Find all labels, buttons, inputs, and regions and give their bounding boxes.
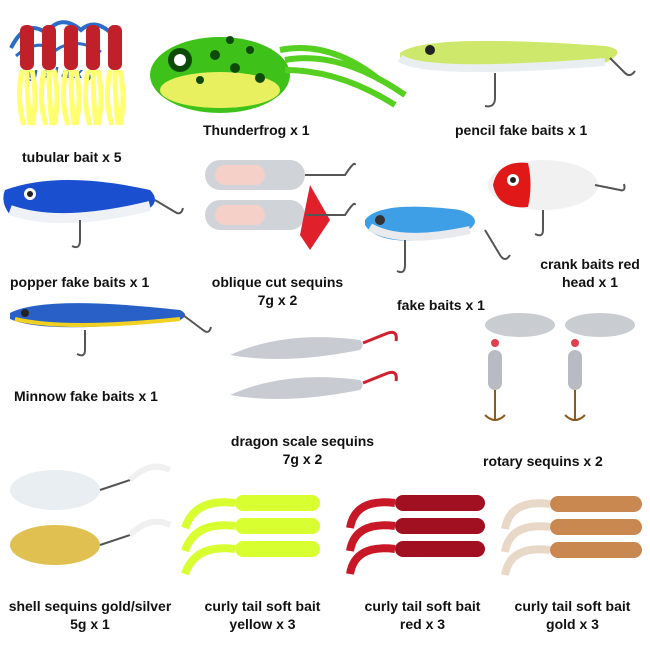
tubular-bait-image — [12, 25, 132, 130]
curly-red-caption-line1: curly tail soft bait — [364, 598, 481, 614]
thunderfrog-image — [140, 20, 410, 115]
popper-bait-image — [0, 170, 200, 260]
curly-tail-gold-image — [500, 488, 648, 578]
rotary-sequins-caption: rotary sequins x 2 — [483, 453, 603, 469]
fake-bait-image — [360, 195, 525, 285]
dragon-scale-sequins-image — [225, 325, 405, 410]
fake-bait-caption: fake baits x 1 — [397, 297, 485, 313]
curly-tail-yellow-image — [175, 490, 325, 576]
shell-caption-line1: shell sequins gold/silver — [8, 598, 172, 614]
tubular-bait-caption: tubular bait x 5 — [22, 149, 122, 165]
crank-bait-caption: crank baits red head x 1 — [535, 255, 645, 291]
curly-tail-gold-caption: curly tail soft bait gold x 3 — [510, 597, 635, 633]
shell-sequins-image — [5, 463, 180, 570]
rotary-sequins-image — [480, 305, 645, 430]
popper-bait-caption: popper fake baits x 1 — [10, 274, 150, 290]
pencil-bait-caption: pencil fake baits x 1 — [455, 122, 588, 138]
curly-red-caption-line2: red x 3 — [399, 616, 446, 632]
curly-tail-red-image — [340, 490, 490, 575]
crank-caption-line2: head x 1 — [561, 274, 619, 290]
curly-tail-yellow-caption: curly tail soft bait yellow x 3 — [200, 597, 325, 633]
oblique-caption-line2: 7g x 2 — [257, 292, 298, 308]
thunderfrog-caption: Thunderfrog x 1 — [203, 122, 310, 138]
minnow-bait-caption: Minnow fake baits x 1 — [14, 388, 158, 404]
oblique-cut-sequins-caption: oblique cut sequins 7g x 2 — [210, 273, 345, 309]
dragon-caption-line1: dragon scale sequins — [230, 433, 375, 449]
curly-yellow-caption-line1: curly tail soft bait — [204, 598, 321, 614]
shell-caption-line2: 5g x 1 — [70, 616, 110, 632]
oblique-cut-sequins-image — [200, 155, 365, 255]
curly-tail-red-caption: curly tail soft bait red x 3 — [360, 597, 485, 633]
curly-yellow-caption-line2: yellow x 3 — [229, 616, 296, 632]
shell-sequins-caption: shell sequins gold/silver 5g x 1 — [5, 597, 175, 633]
curly-gold-caption-line1: curly tail soft bait — [514, 598, 631, 614]
oblique-caption-line1: oblique cut sequins — [211, 274, 344, 290]
pencil-bait-image — [395, 28, 645, 113]
dragon-caption-line2: 7g x 2 — [282, 451, 323, 467]
minnow-bait-image — [5, 295, 215, 365]
crank-caption-line1: crank baits red — [540, 256, 640, 272]
curly-gold-caption-line2: gold x 3 — [546, 616, 599, 632]
tubular-bait-group — [16, 25, 126, 126]
crank-bait-image — [483, 155, 643, 245]
dragon-scale-sequins-caption: dragon scale sequins 7g x 2 — [225, 432, 380, 468]
